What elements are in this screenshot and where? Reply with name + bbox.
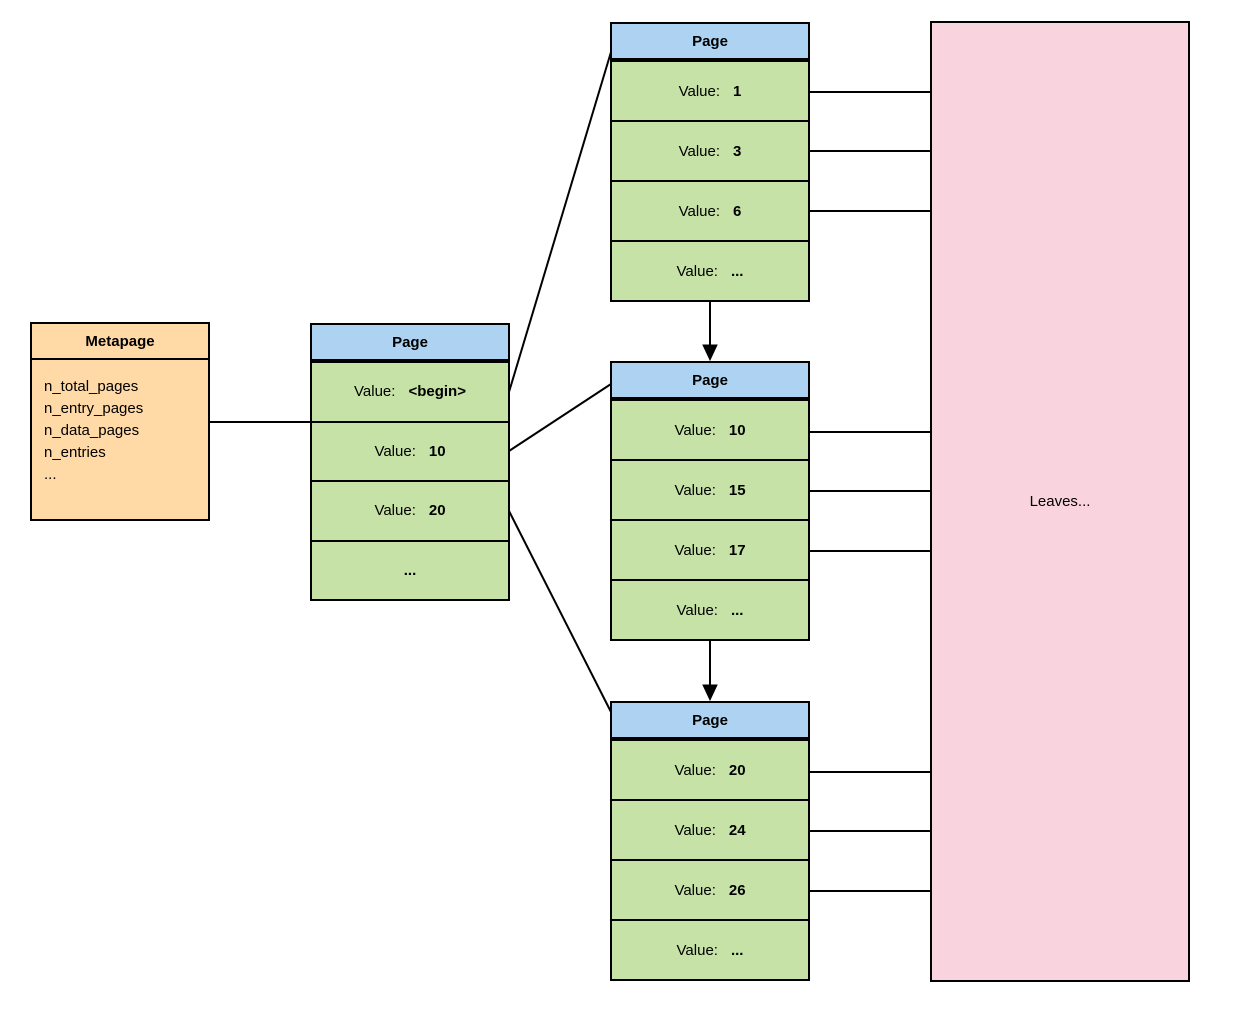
value-label: Value:: [678, 142, 721, 160]
value-label: Value:: [674, 481, 716, 499]
page-title: Page: [612, 703, 808, 741]
connector-20-page3: [508, 510, 612, 713]
page-row: Value: 15: [612, 459, 808, 519]
page-row: Value: 20: [612, 741, 808, 799]
page-row: Value: ...: [612, 240, 808, 300]
page-row: Value: ...: [612, 919, 808, 979]
page-row: Value: <begin>: [312, 363, 508, 421]
value-label: Value:: [354, 383, 396, 401]
arrow-page2-page3-head: [702, 684, 718, 702]
value-label: Value:: [676, 262, 718, 280]
metapage-box: Metapage n_total_pages n_entry_pages n_d…: [30, 322, 210, 521]
value-text: ...: [730, 262, 744, 280]
value-label: Value:: [674, 421, 716, 439]
page-row: Value: 10: [612, 401, 808, 459]
value-text: 1: [733, 82, 742, 100]
page-title: Page: [312, 325, 508, 363]
page-row: Value: 6: [612, 180, 808, 240]
page-row: Value: 20: [312, 480, 508, 540]
data-page-3-box: Page Value: 20 Value: 24 Value: 26 Value…: [610, 701, 810, 981]
metapage-field: n_total_pages: [44, 378, 139, 395]
page-title: Page: [612, 24, 808, 62]
value-text: 3: [733, 142, 742, 160]
metapage-field: n_data_pages: [44, 422, 140, 439]
metapage-field: n_entry_pages: [44, 400, 144, 417]
page-row: Value: 17: [612, 519, 808, 579]
page-title: Page: [612, 363, 808, 401]
value-label: Value:: [678, 82, 721, 100]
leaves-label: Leaves...: [1029, 493, 1091, 510]
metapage-field: n_entries: [44, 444, 106, 461]
value-text: 10: [728, 421, 746, 439]
page-row: Value: ...: [612, 579, 808, 639]
page-row: Value: 10: [312, 420, 508, 481]
page-row: Value: 3: [612, 120, 808, 180]
value-text: <begin>: [408, 383, 466, 401]
value-label: Value:: [374, 442, 416, 460]
value-text: 26: [728, 881, 746, 899]
value-label: Value:: [678, 202, 721, 220]
metapage-field: ...: [44, 466, 57, 483]
data-page-1-box: Page Value: 1 Value: 3 Value: 6 Value: .…: [610, 22, 810, 302]
value-label: Value:: [674, 541, 716, 559]
metapage-field-list: n_total_pages n_entry_pages n_data_pages…: [32, 360, 208, 519]
value-label: Value:: [674, 761, 716, 779]
value-text: 10: [428, 442, 446, 460]
page-row: Value: 26: [612, 859, 808, 919]
value-text: 15: [728, 481, 746, 499]
leaves-box: Leaves...: [930, 21, 1190, 982]
value-label: Value:: [374, 502, 416, 520]
page-row: ...: [312, 539, 508, 600]
value-text: ...: [730, 601, 744, 619]
metapage-title: Metapage: [32, 324, 208, 360]
value-text: 24: [728, 821, 746, 839]
value-text: 20: [728, 761, 746, 779]
value-label: Value:: [676, 601, 718, 619]
value-text: ...: [730, 941, 744, 959]
page-row: Value: 24: [612, 799, 808, 859]
value-text: 17: [728, 541, 746, 559]
arrow-page1-page2-head: [702, 344, 718, 362]
connector-begin-page1: [508, 51, 612, 393]
value-text: 6: [733, 202, 742, 220]
value-label: Value:: [674, 881, 716, 899]
connector-10-page2: [508, 383, 612, 452]
value-label: Value:: [674, 821, 716, 839]
entry-page-box: Page Value: <begin> Value: 10 Value: 20 …: [310, 323, 510, 601]
value-text: ...: [403, 561, 417, 579]
page-row: Value: 1: [612, 62, 808, 120]
data-page-2-box: Page Value: 10 Value: 15 Value: 17 Value…: [610, 361, 810, 641]
value-text: 20: [428, 502, 446, 520]
value-label: Value:: [676, 941, 718, 959]
